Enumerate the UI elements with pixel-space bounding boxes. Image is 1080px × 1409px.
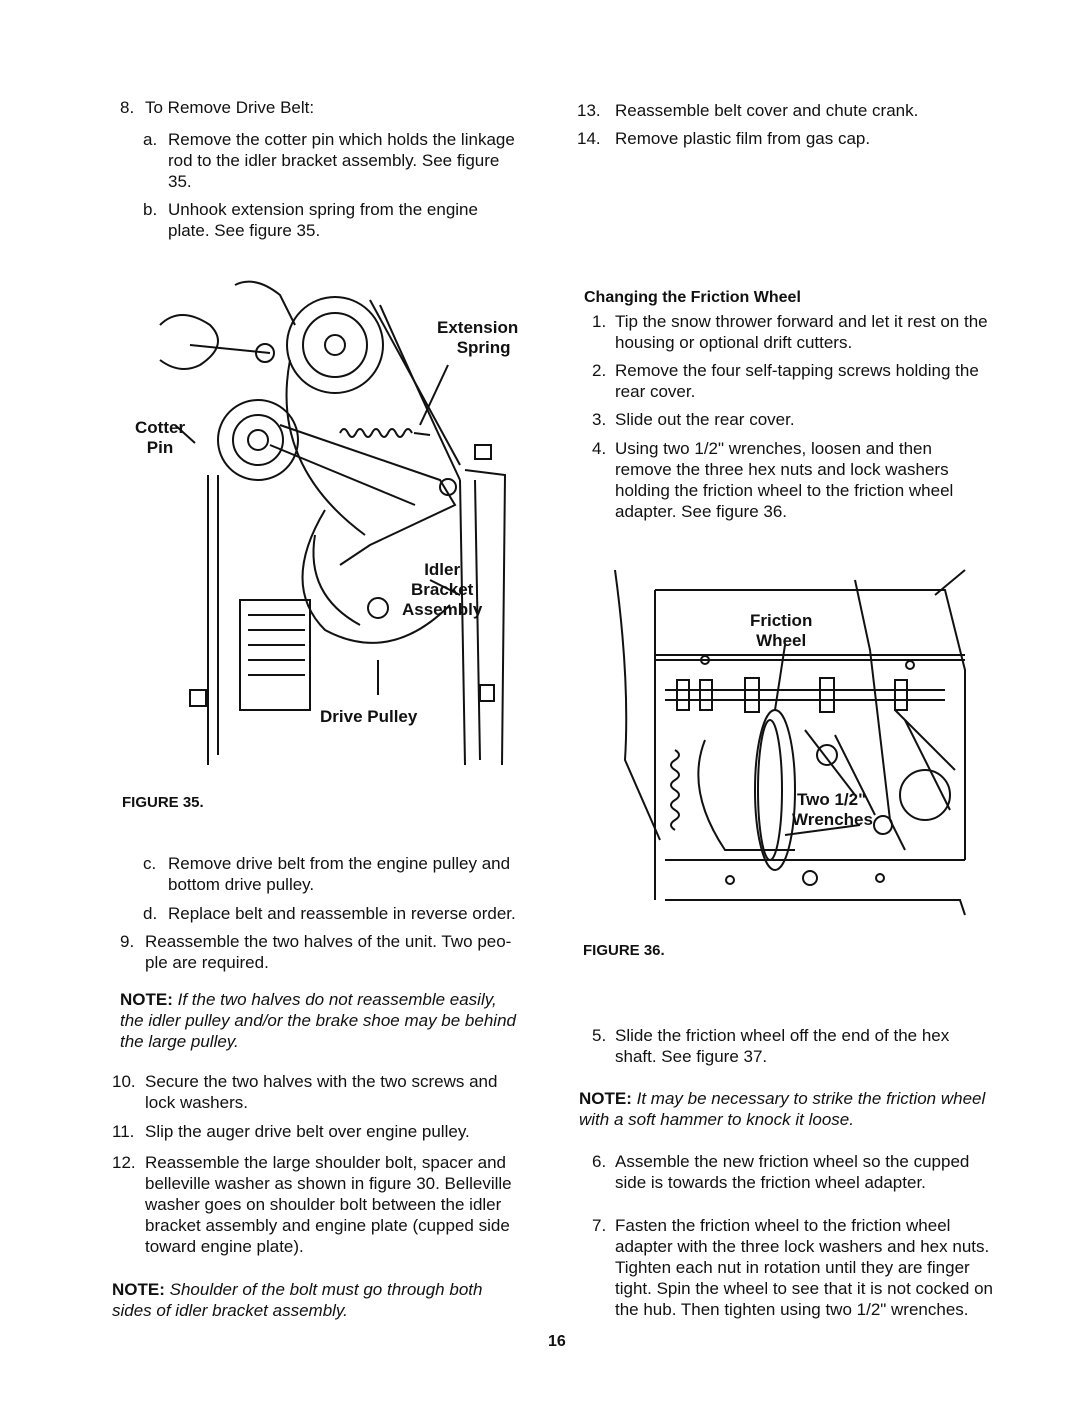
note-label: NOTE: [120, 990, 173, 1009]
callout-line: Assembly [402, 600, 483, 619]
callout-line: Cotter [135, 418, 186, 437]
callout-line: Pin [146, 438, 174, 457]
step-line: Remove drive belt from the engine pulley… [168, 854, 511, 873]
step-line: Reassemble the large shoulder bolt, spac… [145, 1153, 506, 1172]
step-line: Slide the friction wheel off the end of … [615, 1026, 950, 1045]
step-line: Unhook extension spring from the engine [168, 200, 478, 219]
callout-cotter-pin: Cotter Pin [135, 418, 185, 458]
step-line: washer goes on shoulder bolt between the… [145, 1195, 502, 1214]
step-line: Slide out the rear cover. [615, 410, 795, 429]
step-line: Tighten each nut in rotation until they … [615, 1258, 970, 1277]
step-letter: b. [143, 200, 158, 219]
callout-line: Two 1/2" [797, 790, 867, 809]
step-line: adapter with the three lock washers and … [615, 1237, 990, 1256]
step-line: rear cover. [615, 382, 696, 401]
step-number: 10. [112, 1072, 136, 1091]
note-line: with a soft hammer to knock it loose. [579, 1110, 854, 1129]
step-line: belleville washer as shown in figure 30.… [145, 1174, 512, 1193]
step-line: bottom drive pulley. [168, 875, 315, 894]
callout-line: Wrenches [792, 810, 873, 829]
step-line: Reassemble the two halves of the unit. T… [145, 932, 512, 951]
note-label: NOTE: [579, 1089, 632, 1108]
step-line: holding the friction wheel to the fricti… [615, 481, 954, 500]
step-line: housing or optional drift cutters. [615, 333, 853, 352]
step-number: 12. [112, 1153, 136, 1172]
step-line: Remove the cotter pin which holds the li… [168, 130, 515, 149]
step-number: 4. [592, 439, 607, 458]
note-reassemble: NOTE: If the two halves do not reassembl… [120, 989, 550, 1052]
callout-line: Drive Pulley [320, 707, 418, 726]
step-line: Reassemble belt cover and chute crank. [615, 101, 919, 120]
section-heading: Changing the Friction Wheel [584, 289, 801, 306]
step-line: Secure the two halves with the two screw… [145, 1072, 498, 1091]
step-line: the hub. Then tighten using two 1/2" wre… [615, 1300, 969, 1319]
step-line: Remove plastic film from gas cap. [615, 129, 871, 148]
step-line: Using two 1/2" wrenches, loosen and then [615, 439, 932, 458]
step-number: 2. [592, 361, 607, 380]
step-line: toward engine plate). [145, 1237, 304, 1256]
callout-line: Spring [456, 338, 511, 357]
step-number: 9. [120, 932, 135, 951]
figure-35-label: FIGURE 35. [122, 794, 204, 811]
step-letter: c. [143, 854, 157, 873]
step-number: 14. [577, 129, 601, 148]
step-line: 35. [168, 172, 192, 191]
callout-line: Extension [437, 318, 519, 337]
step-number: 6. [592, 1152, 607, 1171]
note-line: the large pulley. [120, 1032, 239, 1051]
step-line: Fasten the friction wheel to the frictio… [615, 1216, 951, 1235]
step-line: adapter. See figure 36. [615, 502, 788, 521]
step-letter: a. [143, 130, 158, 149]
callout-line: Friction [750, 611, 813, 630]
note-line: sides of idler bracket assembly. [112, 1301, 348, 1320]
note-shoulder-bolt: NOTE: Shoulder of the bolt must go throu… [112, 1279, 552, 1321]
step-line: bracket assembly and engine plate (cuppe… [145, 1216, 510, 1235]
step-line: side is towards the friction wheel adapt… [615, 1173, 926, 1192]
callout-line: Idler [424, 560, 461, 579]
step-number: 1. [592, 312, 607, 331]
callout-idler-bracket-assembly: Idler Bracket Assembly [402, 560, 482, 620]
note-line: the idler pulley and/or the brake shoe m… [120, 1011, 516, 1030]
callout-drive-pulley: Drive Pulley [320, 707, 417, 727]
note-line: It may be necessary to strike the fricti… [636, 1089, 986, 1108]
callout-line: Bracket [410, 580, 474, 599]
step-line: Tip the snow thrower forward and let it … [615, 312, 988, 331]
step-line: plate. See figure 35. [168, 221, 321, 240]
figure-36-illustration [614, 569, 966, 916]
step-line: tight. Spin the wheel to see that it is … [615, 1279, 994, 1298]
step-line: Remove the four self-tapping screws hold… [615, 361, 979, 380]
step-line: lock washers. [145, 1093, 248, 1112]
step-number: 11. [112, 1122, 135, 1141]
step-number: 13. [577, 101, 601, 120]
callout-extension-spring: Extension Spring [437, 318, 518, 358]
step-line: ple are required. [145, 953, 269, 972]
note-soft-hammer: NOTE: It may be necessary to strike the … [579, 1088, 1019, 1130]
step-line: Assemble the new friction wheel so the c… [615, 1152, 970, 1171]
note-label: NOTE: [112, 1280, 165, 1299]
callout-two-wrenches: Two 1/2" Wrenches [792, 790, 873, 830]
step-number: 7. [592, 1216, 607, 1235]
step-line: Slip the auger drive belt over engine pu… [145, 1122, 470, 1141]
step-line: shaft. See figure 37. [615, 1047, 768, 1066]
note-line: If the two halves do not reassemble easi… [177, 990, 497, 1009]
callout-friction-wheel: Friction Wheel [750, 611, 812, 651]
step-number: 8. [120, 98, 135, 117]
note-line: Shoulder of the bolt must go through bot… [169, 1280, 483, 1299]
step-text: To Remove Drive Belt: [145, 98, 315, 117]
figure-36-label: FIGURE 36. [583, 942, 665, 959]
step-line: Replace belt and reassemble in reverse o… [168, 904, 516, 923]
step-number: 5. [592, 1026, 607, 1045]
figure-35-illustration [159, 280, 507, 766]
step-line: rod to the idler bracket assembly. See f… [168, 151, 500, 170]
step-line: remove the three hex nuts and lock washe… [615, 460, 949, 479]
callout-line: Wheel [756, 631, 807, 650]
page-number: 16 [548, 1333, 566, 1350]
step-letter: d. [143, 904, 158, 923]
step-number: 3. [592, 410, 607, 429]
